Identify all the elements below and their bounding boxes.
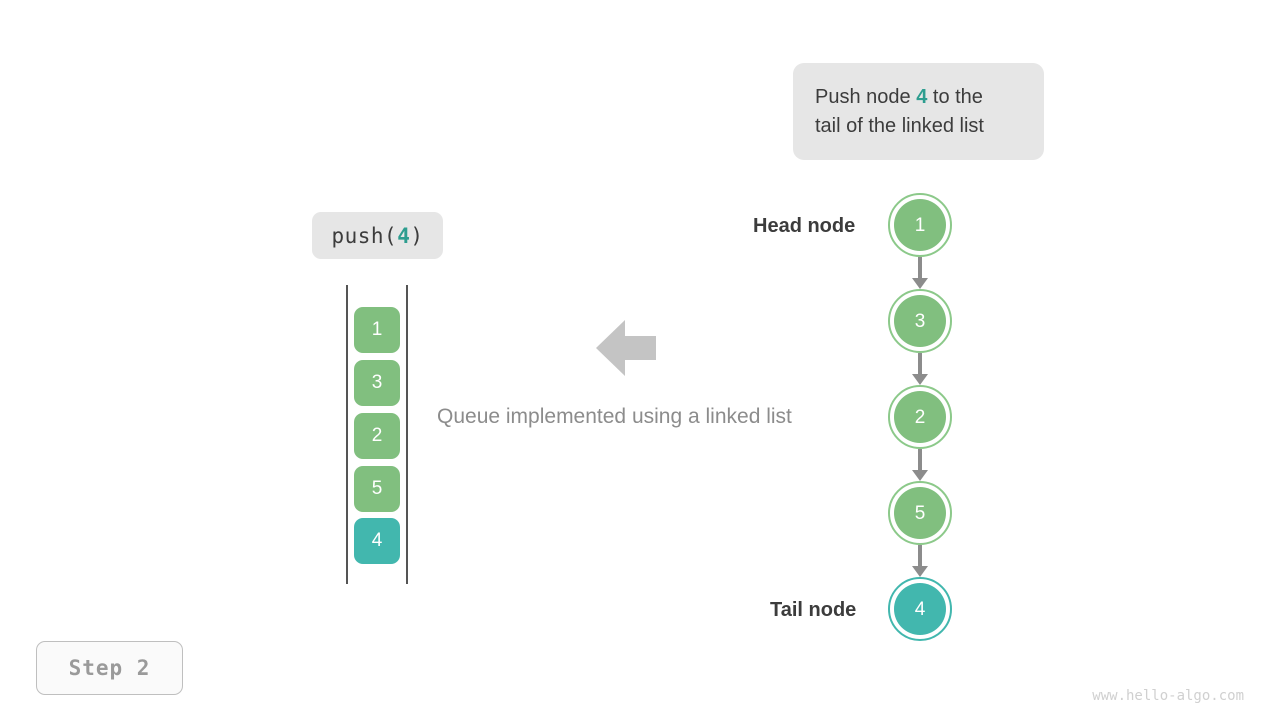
node-core	[894, 583, 946, 635]
node-label: 5	[914, 502, 926, 524]
node-connector-arrowhead-icon	[912, 566, 928, 577]
list-node: 3	[888, 289, 952, 353]
queue-item: 2	[354, 413, 400, 459]
list-node: 2	[888, 385, 952, 449]
node-core	[894, 199, 946, 251]
operation-label: push(4)	[331, 224, 423, 248]
queue-rail-left	[346, 285, 348, 584]
node-core	[894, 295, 946, 347]
node-connector	[918, 545, 922, 566]
node-ring	[888, 289, 952, 353]
caption-prefix: Push node	[815, 85, 917, 108]
queue-item-label: 3	[371, 372, 383, 393]
list-node: 5	[888, 481, 952, 545]
node-connector	[918, 449, 922, 470]
caption-box: Push node 4 to the tail of the linked lis…	[793, 63, 1044, 160]
node-ring	[888, 577, 952, 641]
node-ring	[888, 481, 952, 545]
operation-label-box: push(4)	[312, 212, 443, 259]
direction-arrow-icon	[596, 320, 656, 376]
node-label: 2	[914, 406, 926, 428]
watermark: www.hello-algo.com	[1092, 688, 1244, 704]
arrow-shaft	[624, 336, 656, 360]
center-note: Queue implemented using a linked list	[437, 405, 792, 428]
step-badge: Step 2	[36, 641, 183, 695]
node-connector-arrowhead-icon	[912, 374, 928, 385]
node-ring	[888, 193, 952, 257]
node-core	[894, 487, 946, 539]
node-label: 4	[914, 598, 926, 620]
queue-item-highlight: 4	[354, 518, 400, 564]
node-label: 3	[914, 310, 926, 332]
queue-item-label: 1	[371, 319, 383, 340]
tail-node-label: Tail node	[770, 599, 857, 621]
queue-item-label: 4	[371, 530, 383, 551]
node-ring	[888, 385, 952, 449]
node-connector-arrowhead-icon	[912, 470, 928, 481]
queue-rail-right	[406, 285, 408, 584]
list-node: 1	[888, 193, 952, 257]
queue-item: 3	[354, 360, 400, 406]
step-badge-label: Step 2	[68, 656, 151, 680]
node-label: 1	[914, 214, 926, 236]
node-connector-arrowhead-icon	[912, 278, 928, 289]
operation-suffix: )	[410, 223, 424, 248]
queue-item: 1	[354, 307, 400, 353]
caption-text: Push node 4 to the tail of the linked lis…	[815, 83, 984, 141]
caption-suffix: to the	[927, 85, 983, 108]
node-core	[894, 391, 946, 443]
arrow-head	[596, 320, 625, 376]
operation-prefix: push(	[331, 223, 398, 248]
list-node-highlight: 4	[888, 577, 952, 641]
queue-container: 1 3 2 5 4	[346, 285, 408, 584]
node-connector	[918, 353, 922, 374]
queue-item-label: 2	[371, 425, 383, 446]
queue-item: 5	[354, 466, 400, 512]
caption-value: 4	[916, 85, 928, 108]
operation-value: 4	[397, 223, 411, 248]
caption-line2: tail of the linked list	[815, 114, 984, 137]
head-node-label: Head node	[753, 215, 856, 237]
linked-list-container: 1 3 2 5 4	[888, 193, 952, 641]
queue-item-label: 5	[371, 478, 383, 499]
node-connector	[918, 257, 922, 278]
